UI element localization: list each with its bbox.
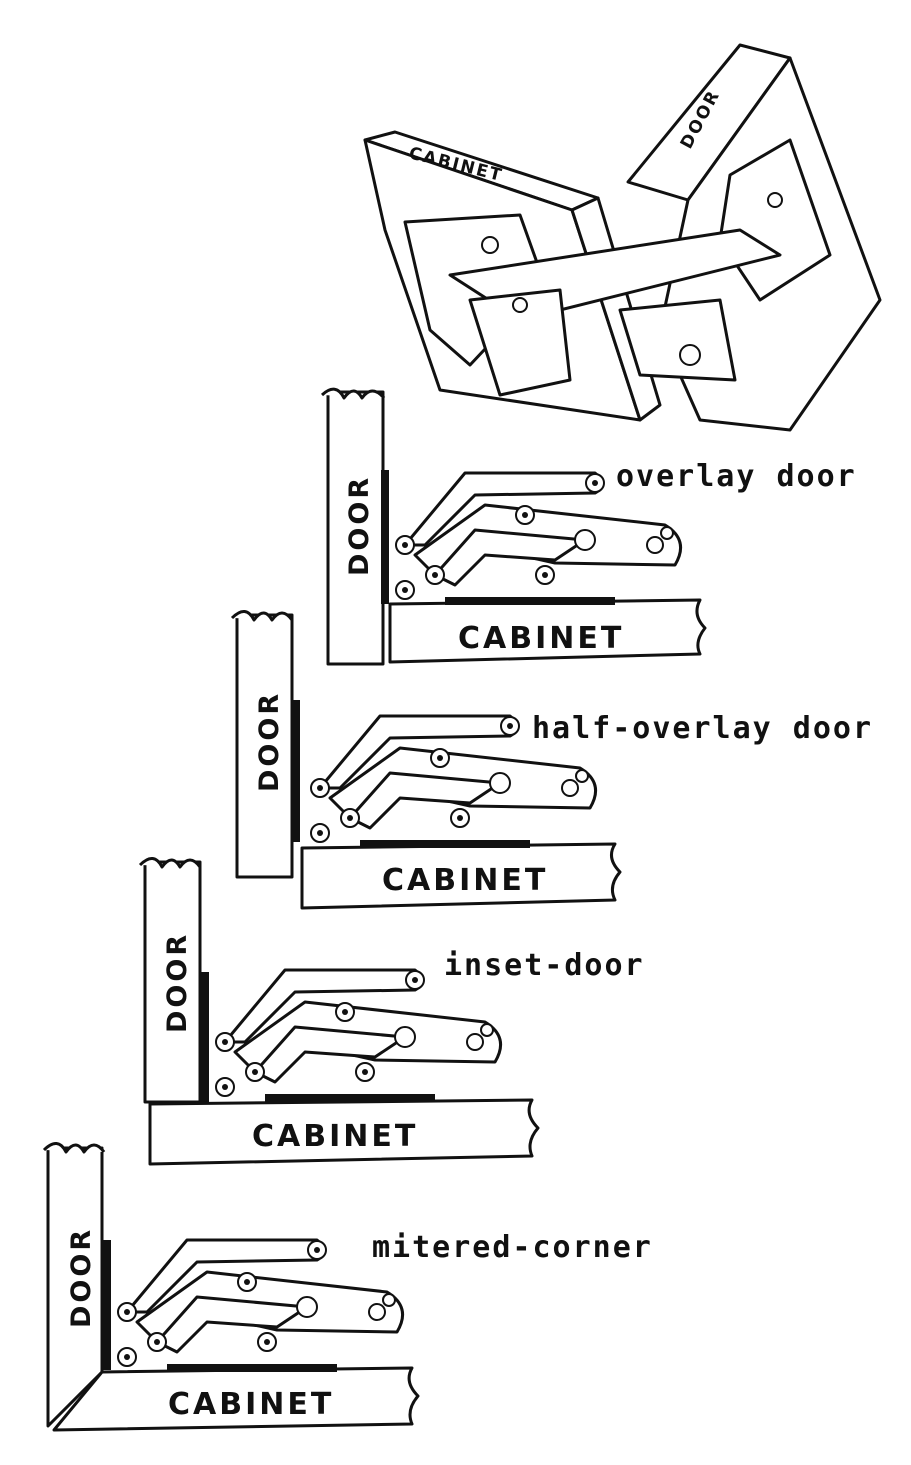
cabinet-panel: [300, 842, 622, 910]
door-label: DOOR: [344, 475, 375, 576]
variant-half-overlay-door: DOOR CABINET half-overlay door: [230, 610, 873, 910]
variant-label: half-overlay door: [532, 711, 873, 746]
hinge-plates: [403, 138, 832, 397]
variant-mitered-corner: DOOR CABINET mitered-corner: [42, 1142, 653, 1432]
cabinet-label: CABINET: [382, 863, 548, 898]
door-label: DOOR: [162, 932, 193, 1033]
cabinet-label: CABINET: [458, 621, 624, 656]
cabinet-label: CABINET: [252, 1119, 418, 1154]
cabinet-label: CABINET: [168, 1387, 334, 1422]
cabinet-panel: [388, 598, 707, 664]
cabinet-panel: [52, 1366, 420, 1432]
variant-label: inset-door: [444, 948, 645, 983]
perspective-hinge: CABINET DOOR: [363, 43, 882, 432]
variant-inset-door: DOOR CABINET inset-door: [138, 857, 645, 1166]
door-label: DOOR: [66, 1227, 97, 1328]
door-label: DOOR: [254, 691, 285, 792]
variant-label: mitered-corner: [372, 1230, 653, 1265]
variant-label: overlay door: [616, 459, 857, 494]
cabinet-panel: [148, 1098, 540, 1166]
door-panel: [143, 860, 202, 1104]
variant-overlay-door: DOOR CABINET overlay door: [320, 387, 857, 666]
door-panel: [235, 613, 294, 879]
